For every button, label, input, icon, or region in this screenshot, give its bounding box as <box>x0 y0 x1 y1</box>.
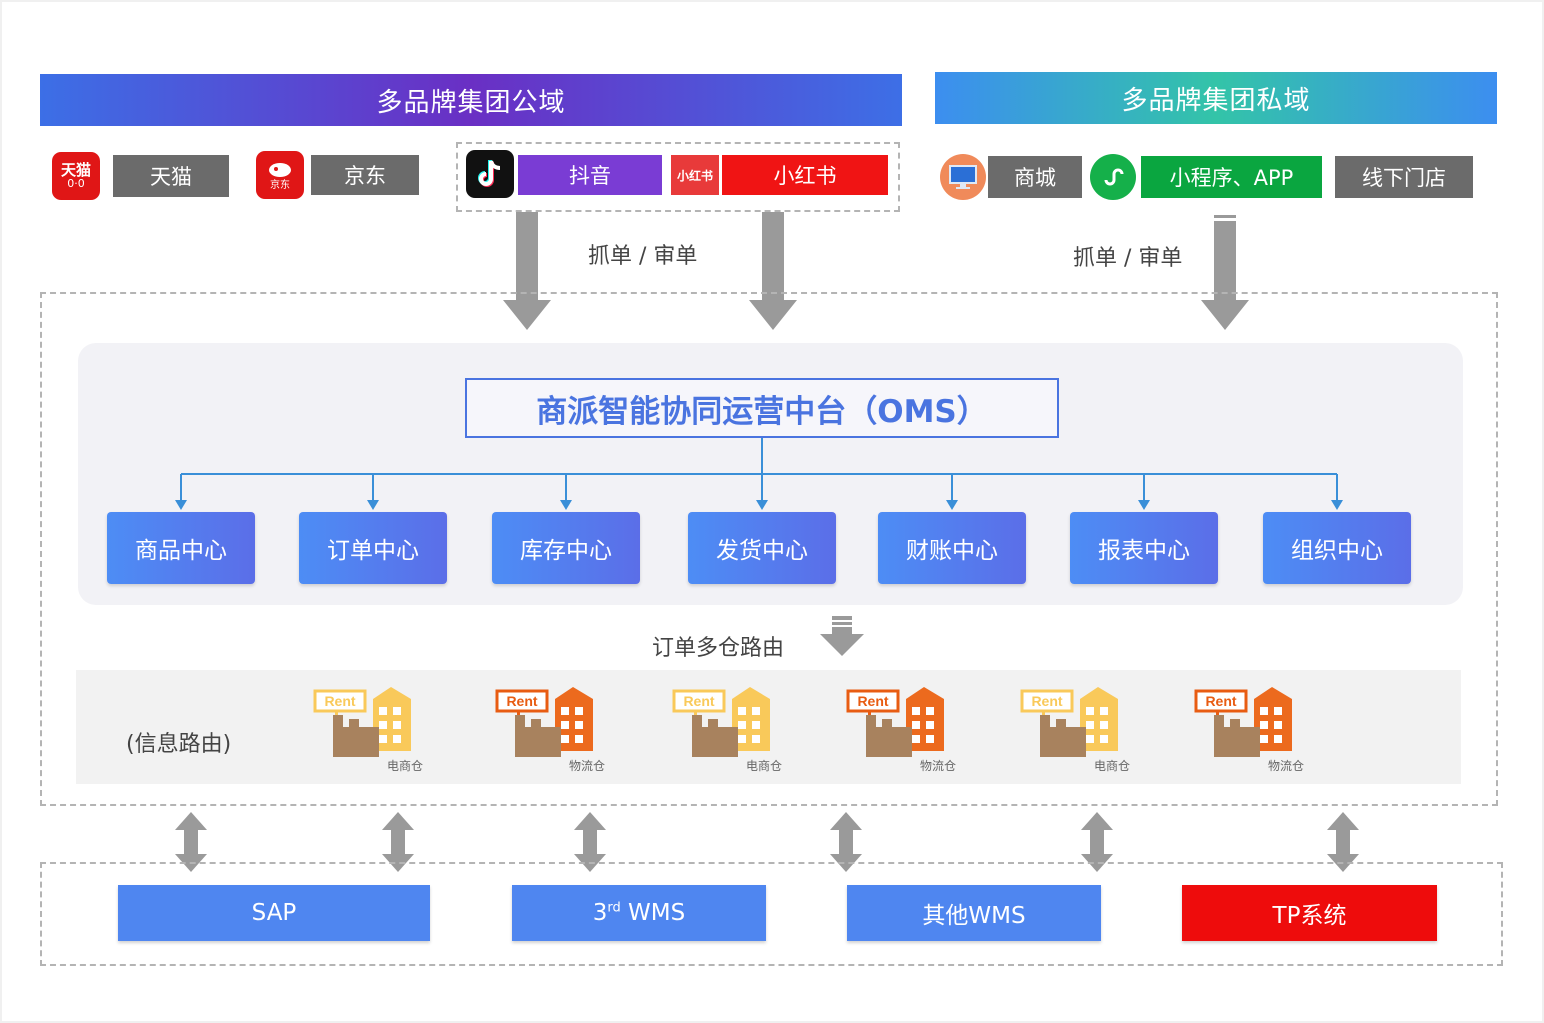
warehouse-label: 物流仓 <box>920 759 957 773</box>
system-sap[interactable]: SAP <box>118 885 430 941</box>
channel-tmall[interactable]: 天猫 <box>113 155 229 197</box>
system-other-wms[interactable]: 其他WMS <box>847 885 1101 941</box>
center-organization[interactable]: 组织中心 <box>1263 512 1411 584</box>
warehouse-sign: Rent <box>683 693 714 709</box>
center-shipping[interactable]: 发货中心 <box>688 512 836 584</box>
oms-title: 商派智能协同运营中台（OMS） <box>536 393 988 430</box>
warehouse-label: 物流仓 <box>1268 759 1305 773</box>
warehouse-icon: Rent <box>313 687 411 757</box>
warehouse-item: Rent 物流仓 <box>1194 685 1316 777</box>
warehouse-icon: Rent <box>1020 687 1118 757</box>
douyin-icon <box>466 150 514 198</box>
warehouse-item: Rent 电商仓 <box>313 685 435 777</box>
center-report[interactable]: 报表中心 <box>1070 512 1218 584</box>
down-arrow-douyin <box>503 212 551 330</box>
warehouse-sign: Rent <box>857 693 888 709</box>
warehouse-sign: Rent <box>1031 693 1062 709</box>
center-inventory[interactable]: 库存中心 <box>492 512 640 584</box>
systems-area <box>40 862 1503 966</box>
warehouse-item: Rent 物流仓 <box>495 685 617 777</box>
warehouse-item: Rent 物流仓 <box>846 685 968 777</box>
warehouse-label: 物流仓 <box>569 759 606 773</box>
routing-label: 订单多仓路由 <box>652 636 785 661</box>
center-product[interactable]: 商品中心 <box>107 512 255 584</box>
down-arrow-routing <box>820 616 864 656</box>
grab-label-public: 抓单 / 审单 <box>588 244 698 269</box>
channel-offline-store-label: 线下门店 <box>1362 166 1446 190</box>
warehouse-icon: Rent <box>846 687 944 757</box>
down-arrow-private <box>1201 212 1249 330</box>
system-3rd-wms-label: 3rd WMS <box>592 900 686 926</box>
grab-label-private: 抓单 / 审单 <box>1073 246 1183 271</box>
channel-jd[interactable]: 京东 <box>311 155 419 195</box>
warehouse-sign: Rent <box>506 693 537 709</box>
warehouse-item: Rent 电商仓 <box>672 685 794 777</box>
channel-douyin-label: 抖音 <box>569 164 611 188</box>
warehouse-icon: Rent <box>495 687 593 757</box>
channel-tmall-label: 天猫 <box>150 165 192 189</box>
mini-program-icon <box>1090 154 1136 200</box>
channel-xiaohongshu[interactable]: 小红书 <box>722 155 888 195</box>
channel-mini-program-app[interactable]: 小程序、APP <box>1141 156 1322 198</box>
warehouse-label: 电商仓 <box>387 759 424 773</box>
channel-xiaohongshu-label: 小红书 <box>773 164 837 188</box>
computer-icon <box>940 154 986 200</box>
channel-jd-label: 京东 <box>344 164 386 188</box>
xiaohongshu-icon: 小红书 <box>671 155 719 195</box>
social-channels-group <box>456 142 900 212</box>
center-order[interactable]: 订单中心 <box>299 512 447 584</box>
private-domain-banner: 多品牌集团私域 <box>935 72 1497 124</box>
warehouse-label: 电商仓 <box>1094 759 1131 773</box>
warehouse-label: 电商仓 <box>746 759 783 773</box>
system-tp[interactable]: TP系统 <box>1182 885 1437 941</box>
warehouse-item: Rent 电商仓 <box>1020 685 1142 777</box>
center-finance[interactable]: 财账中心 <box>878 512 1026 584</box>
channel-mini-program-app-label: 小程序、APP <box>1169 166 1294 190</box>
private-domain-title: 多品牌集团私域 <box>1121 85 1311 116</box>
system-other-wms-label: 其他WMS <box>922 903 1026 929</box>
public-domain-banner: 多品牌集团公域 <box>40 74 902 126</box>
warehouse-sign: Rent <box>324 693 355 709</box>
system-3rd-wms[interactable]: 3rd WMS <box>512 885 766 941</box>
warehouse-icon: Rent <box>1194 687 1292 757</box>
channel-offline-store[interactable]: 线下门店 <box>1335 156 1473 198</box>
tmall-icon: 天猫 0·0 <box>52 152 100 200</box>
jd-icon: 京东 <box>256 151 304 199</box>
channel-mall[interactable]: 商城 <box>988 156 1082 198</box>
info-routing-label: (信息路由) <box>126 732 232 757</box>
down-arrow-xiaohongshu <box>749 212 797 330</box>
system-tp-label: TP系统 <box>1272 903 1347 929</box>
public-domain-title: 多品牌集团公域 <box>376 87 566 118</box>
oms-outer-area <box>40 292 1498 806</box>
oms-title-box: 商派智能协同运营中台（OMS） <box>465 378 1059 438</box>
channel-mall-label: 商城 <box>1014 166 1056 190</box>
warehouse-icon: Rent <box>672 687 770 757</box>
warehouse-sign: Rent <box>1205 693 1236 709</box>
system-sap-label: SAP <box>251 900 297 926</box>
channel-douyin[interactable]: 抖音 <box>518 155 662 195</box>
